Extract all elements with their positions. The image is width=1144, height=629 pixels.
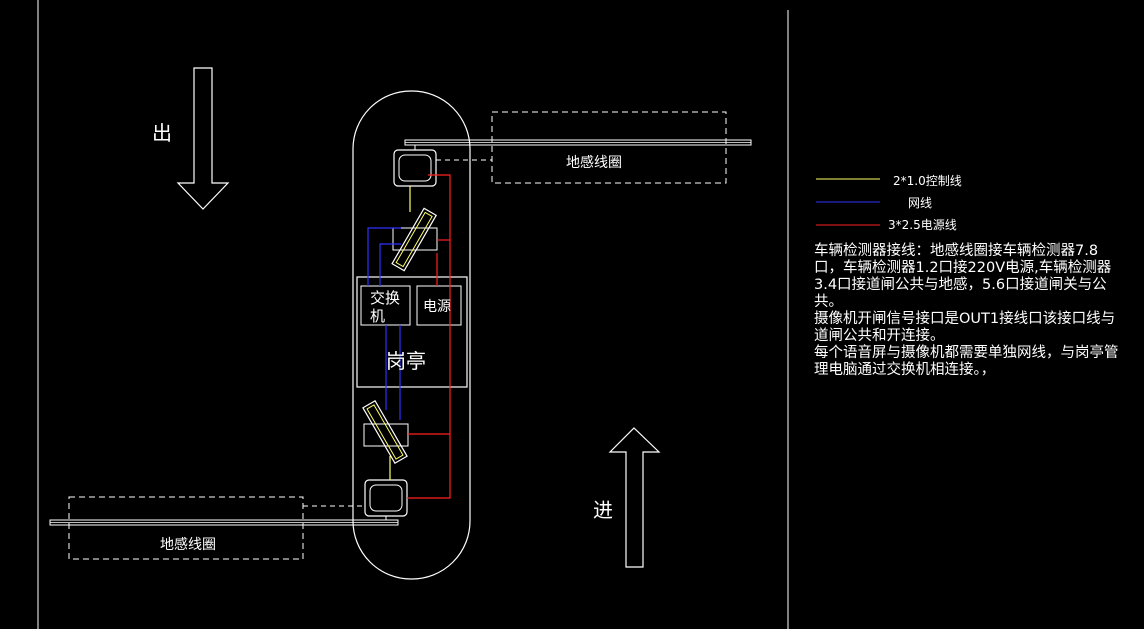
booth-label: 岗亭 (386, 349, 426, 373)
legend-network-label: 网线 (908, 196, 933, 210)
network-wire-top-right (379, 243, 401, 286)
power-wire-top-gate (407, 174, 451, 499)
note-detector: 车辆检测器接线：地感线圈接车辆检测器7.8口，车辆检测器1.2口接220V电源,… (814, 243, 1112, 310)
enter-label: 进 (593, 498, 613, 522)
top-camera-mount (392, 227, 438, 251)
note-camera: 摄像机开闸信号接口是OUT1接线口该接口线与道闸公共和开连接。 (814, 311, 1116, 344)
network-wire-top-left (367, 227, 401, 286)
power-box (416, 285, 462, 326)
legend-control-label: 2*1.0控制线 (893, 174, 962, 188)
wiring-notes: 车辆检测器接线：地感线圈接车辆检测器7.8口，车辆检测器1.2口接220V电源,… (814, 243, 1119, 379)
power-label: 电源 (423, 299, 451, 315)
note-network: 每个语音屏与摄像机都需要单独网线，与岗亭管理电脑通过交换机相连接。， (814, 345, 1119, 378)
enter-arrow-icon (608, 427, 661, 568)
exit-arrow-icon (176, 67, 230, 210)
booth-box (356, 276, 468, 388)
exit-label: 出 (152, 121, 172, 145)
bottom-loop-dashed (68, 496, 304, 560)
legend-power-label: 3*2.5电源线 (888, 218, 957, 232)
loop-top-label: 地感线圈 (566, 155, 622, 171)
bottom-camera-mount (363, 423, 409, 447)
top-gate-inner (398, 154, 432, 182)
island-outline (352, 90, 471, 580)
bottom-camera-icon (362, 399, 408, 465)
top-loop-dashed (491, 111, 727, 184)
loop-bottom-label: 地感线圈 (160, 537, 216, 553)
bottom-gate-inner (369, 484, 403, 512)
top-camera-icon (391, 207, 438, 272)
switch-label: 交换 机 (370, 289, 401, 325)
